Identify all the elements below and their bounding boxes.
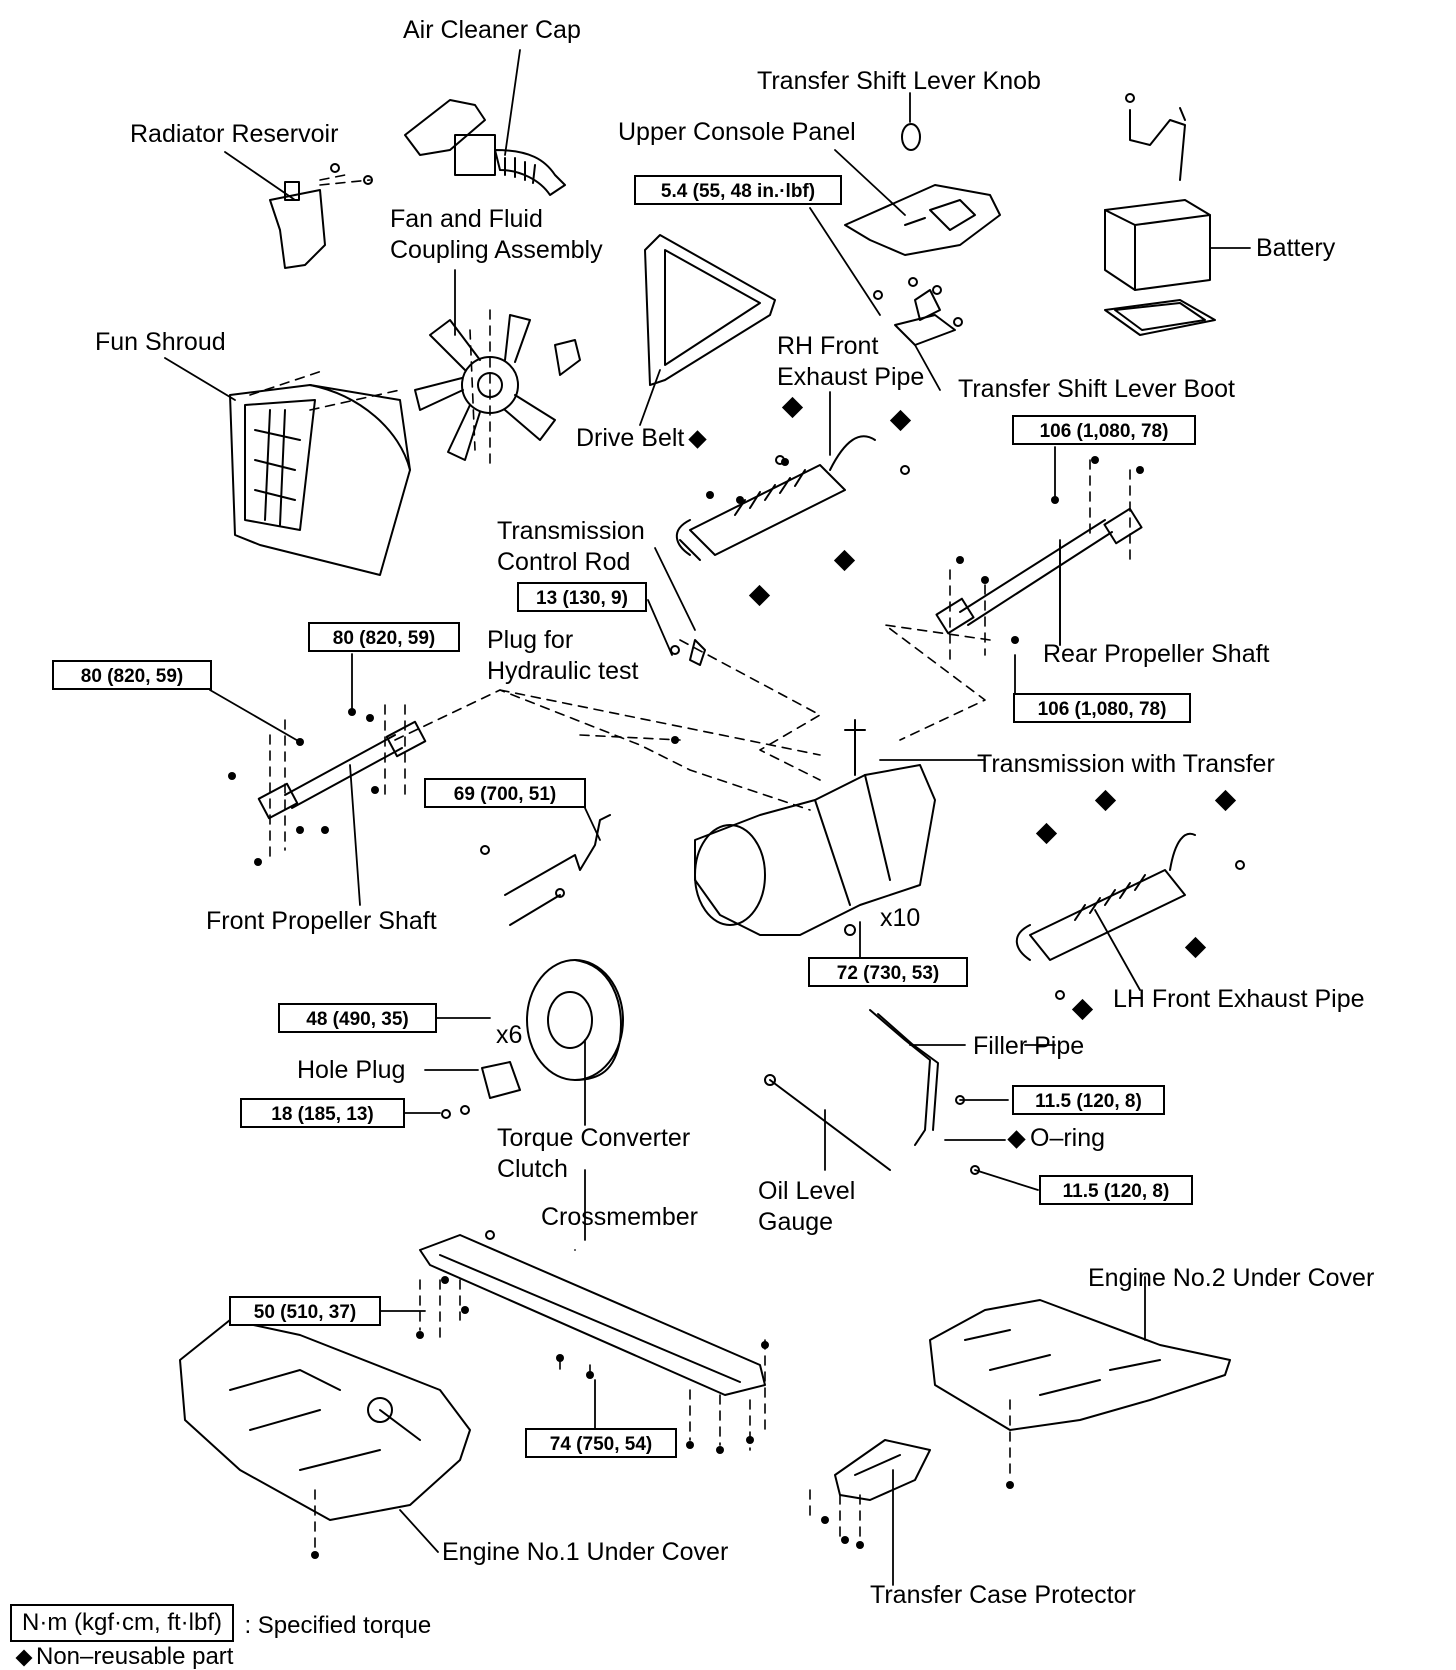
shift-knob-part [901, 123, 921, 151]
torque-converter-bolts: 48 (490, 35) [278, 1003, 437, 1033]
label-crossmember: Crossmember [541, 1203, 698, 1231]
label-plug-hydraulic-2: Hydraulic test [487, 657, 639, 685]
legend-unit-text: : Specified torque [244, 1611, 432, 1639]
label-transfer-shift-lever-knob: Transfer Shift Lever Knob [757, 67, 1041, 95]
legend-unit-box: N·m (kgf·cm, ft·lbf) [10, 1604, 234, 1642]
torque-front-shaft-right: 80 (820, 59) [308, 622, 460, 652]
battery-part [1104, 93, 1216, 336]
drive-belt-part [644, 234, 776, 386]
lh-exhaust-pipe-part [1015, 832, 1245, 1000]
torque-crossmember-left: 50 (510, 37) [229, 1296, 381, 1326]
label-o-ring: O–ring [1003, 1124, 1105, 1153]
torque-hole-plug: 18 (185, 13) [240, 1098, 405, 1128]
label-engine-no1-under-cover: Engine No.1 Under Cover [442, 1538, 729, 1566]
label-rh-front-exhaust-2: Exhaust Pipe [777, 363, 925, 391]
torque-front-shaft-left: 80 (820, 59) [52, 660, 212, 690]
label-fun-shroud: Fun Shroud [95, 328, 226, 356]
legend-nonreusable-text: Non–reusable part [36, 1643, 234, 1670]
label-rh-front-exhaust-1: RH Front [777, 332, 879, 360]
engine-no1-under-cover-part [179, 1319, 471, 1521]
crossmember-part [419, 1230, 766, 1396]
hole-plug-part [441, 1061, 521, 1119]
nonreusable-marker [688, 430, 708, 449]
label-plug-hydraulic-1: Plug for [487, 626, 574, 654]
fan-shroud-part [229, 384, 411, 576]
nonreusable-marker [15, 1649, 33, 1667]
rear-propeller-shaft-part [935, 507, 1143, 635]
filler-pipe-part [869, 1009, 980, 1175]
torque-oil-tube: 69 (700, 51) [424, 778, 586, 808]
oil-cooler-tube-part [480, 814, 611, 926]
label-x6: x6 [496, 1021, 523, 1049]
label-drive-belt: Drive Belt [576, 424, 711, 453]
transfer-case-protector-part [834, 1439, 931, 1501]
torque-transmission-bolts: 72 (730, 53) [808, 957, 968, 987]
legend-torque: N·m (kgf·cm, ft·lbf) : Specified torque [10, 1604, 432, 1642]
torque-rear-shaft-bottom: 106 (1,080, 78) [1013, 693, 1191, 723]
label-transmission-control-rod-2: Control Rod [497, 548, 631, 576]
label-upper-console-panel: Upper Console Panel [618, 118, 856, 146]
transmission-part [694, 719, 936, 936]
nonreusable-marker [1007, 1130, 1026, 1149]
label-lh-front-exhaust-pipe: LH Front Exhaust Pipe [1113, 985, 1365, 1013]
torque-filler-pipe-1: 11.5 (120, 8) [1012, 1085, 1165, 1115]
label-air-cleaner-cap: Air Cleaner Cap [403, 16, 581, 44]
label-radiator-reservoir: Radiator Reservoir [130, 120, 339, 148]
label-transmission-with-transfer: Transmission with Transfer [977, 750, 1275, 778]
oil-level-gauge-part [764, 1074, 891, 1171]
fan-assembly-part [414, 314, 581, 461]
torque-control-rod: 13 (130, 9) [517, 582, 647, 612]
bolts [228, 456, 1144, 1559]
label-fan-fluid-coupling-1: Fan and Fluid [390, 205, 543, 233]
torque-converter-part [526, 959, 624, 1081]
rh-exhaust-pipe-part [675, 435, 910, 561]
label-front-propeller-shaft: Front Propeller Shaft [206, 907, 437, 935]
torque-console-panel: 5.4 (55, 48 in.·lbf) [634, 175, 842, 205]
radiator-reservoir-part [269, 163, 373, 269]
label-transmission-control-rod-1: Transmission [497, 517, 645, 545]
shift-lever-boot-part [873, 277, 963, 346]
torque-rear-shaft-top: 106 (1,080, 78) [1012, 415, 1196, 445]
label-torque-converter-1: Torque Converter [497, 1124, 691, 1152]
label-battery: Battery [1256, 234, 1336, 262]
torque-filler-pipe-2: 11.5 (120, 8) [1039, 1175, 1193, 1205]
label-transfer-shift-lever-boot: Transfer Shift Lever Boot [958, 375, 1235, 403]
upper-console-panel-part [844, 184, 1001, 256]
legend-nonreusable: Non–reusable part [15, 1643, 234, 1670]
label-fan-fluid-coupling-2: Coupling Assembly [390, 236, 603, 264]
label-oil-level-gauge-2: Gauge [758, 1208, 834, 1236]
engine-no2-under-cover-part [929, 1299, 1231, 1431]
leader-lines [164, 49, 1251, 1586]
front-propeller-shaft-part [257, 720, 427, 820]
label-x10: x10 [880, 904, 921, 932]
label-filler-pipe: Filler Pipe [973, 1032, 1085, 1060]
label-oil-level-gauge-1: Oil Level [758, 1177, 856, 1205]
label-engine-no2-under-cover: Engine No.2 Under Cover [1088, 1264, 1375, 1292]
label-hole-plug: Hole Plug [297, 1056, 406, 1084]
label-transfer-case-protector: Transfer Case Protector [870, 1581, 1136, 1609]
torque-crossmember-bottom: 74 (750, 54) [525, 1428, 677, 1458]
label-rear-propeller-shaft: Rear Propeller Shaft [1043, 640, 1270, 668]
control-rod-part [670, 639, 706, 666]
air-cleaner-cap-part [404, 99, 566, 196]
label-torque-converter-2: Clutch [497, 1155, 568, 1183]
